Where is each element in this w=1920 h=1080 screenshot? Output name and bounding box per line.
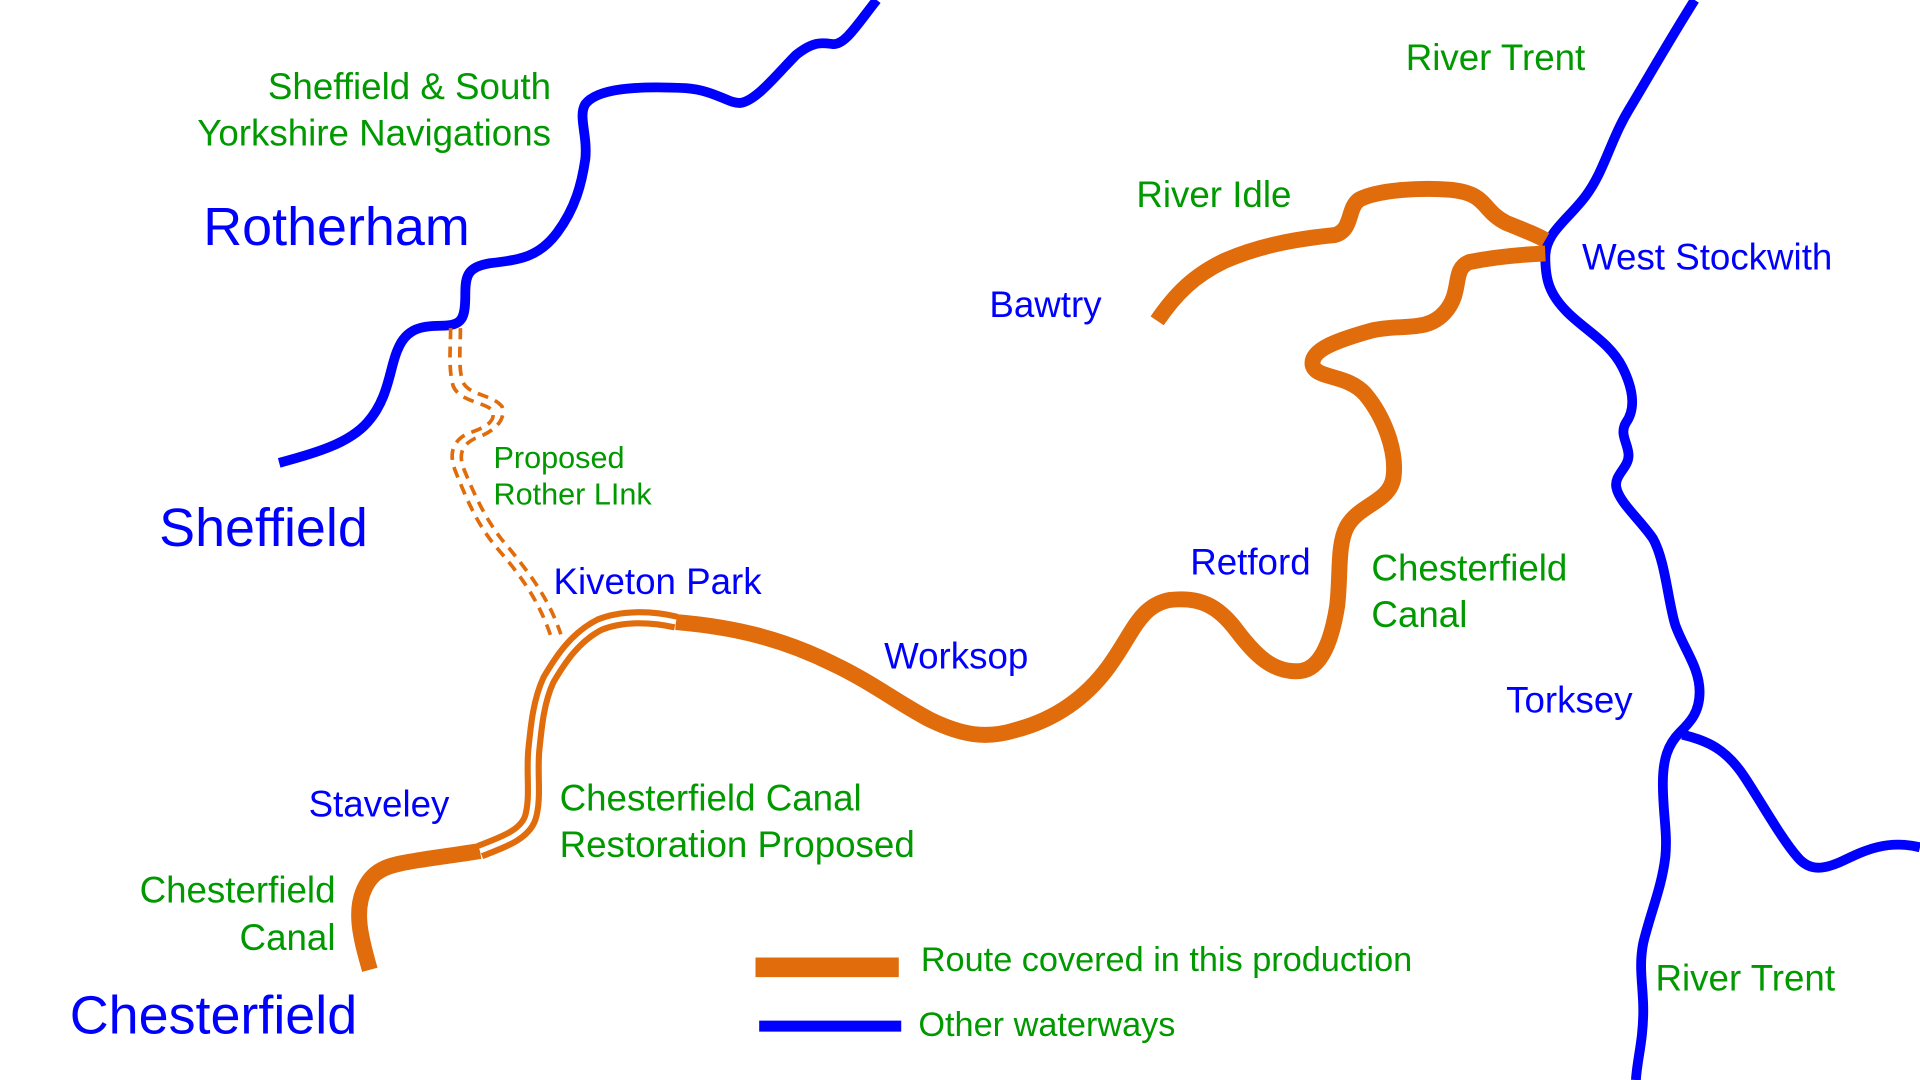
chesterfield-canal-west-solid — [351, 843, 482, 972]
legend: Route covered in this production Other w… — [755, 941, 1412, 1044]
label-restoration-1: Chesterfield Canal — [560, 778, 862, 819]
other-waterways — [277, 0, 1920, 1080]
town-west-stockwith: West Stockwith — [1582, 236, 1832, 277]
label-chesterfield-canal-west-1: Chesterfield — [140, 869, 336, 910]
rother-link-left — [448, 328, 553, 638]
proposed-rother-link — [448, 328, 563, 638]
label-river-trent-north: River Trent — [1406, 37, 1586, 78]
legend-other-label: Other waterways — [918, 1006, 1175, 1044]
label-river-trent-south: River Trent — [1656, 958, 1836, 999]
chesterfield-canal-main — [675, 245, 1546, 743]
town-retford: Retford — [1190, 541, 1310, 582]
restoration-proposed-inner — [479, 615, 677, 854]
river-idle — [1150, 180, 1550, 326]
town-labels: Rotherham Sheffield Chesterfield Stavele… — [70, 197, 1833, 1046]
restoration-proposed — [476, 609, 678, 860]
legend-route-label: Route covered in this production — [921, 941, 1412, 979]
river-trent — [1540, 0, 1705, 1080]
label-chesterfield-canal-east-1: Chesterfield — [1371, 547, 1567, 588]
label-sheffield-south-yorkshire-1: Sheffield & South — [268, 66, 551, 107]
waterway-labels: Sheffield & South Yorkshire Navigations … — [140, 37, 1836, 999]
town-torksey: Torksey — [1506, 680, 1633, 721]
town-staveley: Staveley — [309, 784, 450, 825]
label-chesterfield-canal-west-2: Canal — [240, 917, 336, 958]
route-covered — [351, 180, 1550, 972]
label-sheffield-south-yorkshire-2: Yorkshire Navigations — [197, 113, 551, 154]
town-chesterfield: Chesterfield — [70, 985, 357, 1045]
town-sheffield: Sheffield — [159, 498, 368, 558]
town-bawtry: Bawtry — [989, 284, 1102, 325]
rother-link-right — [457, 328, 563, 635]
town-kiveton-park: Kiveton Park — [553, 561, 762, 602]
fossdyke-navigation — [1681, 729, 1920, 873]
label-chesterfield-canal-east-2: Canal — [1371, 594, 1467, 635]
label-proposed-rother-link-2: Rother LInk — [493, 477, 652, 511]
town-rotherham: Rotherham — [203, 197, 469, 257]
town-worksop: Worksop — [884, 636, 1028, 677]
sheffield-south-yorkshire-navigation — [277, 0, 881, 468]
label-proposed-rother-link-1: Proposed — [493, 441, 624, 475]
label-river-idle: River Idle — [1136, 174, 1291, 215]
label-restoration-2: Restoration Proposed — [560, 824, 915, 865]
